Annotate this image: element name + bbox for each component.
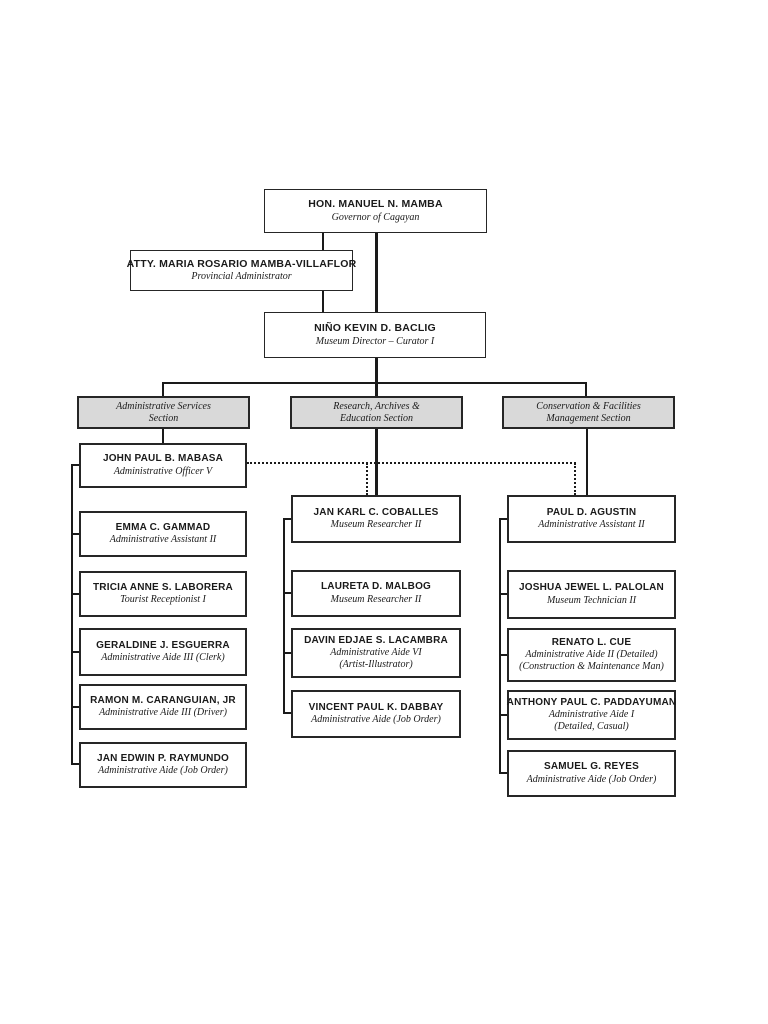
section-label: Education Section — [339, 412, 414, 424]
org-box-caranguian: RAMON M. CARANGUIAN, JR Administrative A… — [79, 684, 247, 730]
org-box-palolan: JOSHUA JEWEL L. PALOLAN Museum Technicia… — [507, 570, 676, 619]
dotted-connector-to-coballes — [366, 463, 368, 495]
connector-stub-reyes — [499, 772, 507, 774]
org-box-agustin: PAUL D. AGUSTIN Administrative Assistant… — [507, 495, 676, 543]
dotted-connector-mabasa-horizontal — [247, 462, 576, 464]
person-name: SAMUEL G. REYES — [543, 761, 640, 773]
connector-stub-lacambra — [283, 652, 291, 654]
section-box-conservation-facilities: Conservation & Facilities Management Sec… — [502, 396, 675, 429]
connector-stub-caranguian — [71, 706, 79, 708]
person-title: Administrative Aide (Job Order) — [98, 765, 228, 777]
connector-director-down — [375, 358, 378, 396]
connector-sections-crossbar — [162, 382, 587, 384]
connector-stub-agustin — [499, 518, 507, 520]
person-title: Administrative Aide VI — [330, 647, 422, 659]
section-label: Administrative Services — [116, 400, 211, 412]
person-name: RENATO L. CUE — [551, 636, 632, 648]
person-name: HON. MANUEL N. MAMBA — [308, 198, 443, 211]
person-title: Administrative Aide I — [548, 709, 635, 721]
org-box-cue: RENATO L. CUE Administrative Aide II (De… — [507, 628, 676, 682]
connector-stub-raymundo — [71, 763, 79, 765]
org-box-raymundo: JAN EDWIN P. RAYMUNDO Administrative Aid… — [79, 742, 247, 788]
connector-stub-laborera — [71, 593, 79, 595]
person-name: VINCENT PAUL K. DABBAY — [308, 701, 444, 713]
section-box-research-archives-education: Research, Archives & Education Section — [290, 396, 463, 429]
org-box-coballes: JAN KARL C. COBALLES Museum Researcher I… — [291, 495, 461, 543]
person-name: EMMA C. GAMMAD — [115, 521, 211, 533]
person-title: Administrative Aide III (Clerk) — [101, 652, 225, 664]
connector-governor-to-provincial-admin — [322, 233, 324, 250]
person-title: Administrative Officer V — [113, 465, 213, 477]
person-title-detail: (Artist-Illustrator) — [339, 659, 413, 671]
person-title: Administrative Aide (Job Order) — [526, 773, 657, 785]
org-box-reyes: SAMUEL G. REYES Administrative Aide (Job… — [507, 750, 676, 797]
person-title-detail: (Detailed, Casual) — [554, 721, 629, 733]
person-name: JAN EDWIN P. RAYMUNDO — [97, 752, 229, 764]
org-box-malbog: LAURETA D. MALBOG Museum Researcher II — [291, 570, 461, 617]
org-box-museum-director: NIÑO KEVIN D. BACLIG Museum Director – C… — [264, 312, 486, 358]
person-name: DAVIN EDJAE S. LACAMBRA — [304, 634, 448, 646]
connector-stub-gammad — [71, 533, 79, 535]
dotted-connector-to-agustin — [574, 463, 576, 495]
person-name: PAUL D. AGUSTIN — [546, 506, 637, 518]
person-name: JOHN PAUL B. MABASA — [102, 453, 224, 465]
org-box-esguerra: GERALDINE J. ESGUERRA Administrative Aid… — [79, 628, 247, 676]
person-name: GERALDINE J. ESGUERRA — [96, 639, 230, 651]
connector-admin-section-to-mabasa — [162, 429, 164, 443]
section-label: Conservation & Facilities — [536, 400, 641, 412]
connector-drop-admin-section — [162, 382, 164, 396]
person-name: ANTHONY PAUL C. PADDAYUMAN — [506, 696, 677, 708]
person-title: Museum Researcher II — [330, 519, 422, 531]
person-title: Museum Director – Curator I — [315, 335, 435, 347]
person-title-detail: (Construction & Maintenance Man) — [519, 661, 664, 673]
connector-admin-column-spine — [71, 464, 73, 765]
person-title: Tourist Receptionist I — [120, 594, 206, 606]
person-name: JAN KARL C. COBALLES — [313, 506, 439, 518]
connector-stub-cue — [499, 654, 507, 656]
person-title: Museum Technician II — [546, 594, 637, 606]
connector-stub-palolan — [499, 593, 507, 595]
org-box-lacambra: DAVIN EDJAE S. LACAMBRA Administrative A… — [291, 628, 461, 678]
person-name: NIÑO KEVIN D. BACLIG — [314, 322, 436, 335]
person-title: Administrative Aide (Job Order) — [311, 714, 441, 726]
person-name: TRICIA ANNE S. LABORERA — [93, 581, 233, 593]
connector-conservation-column-spine — [499, 518, 501, 773]
org-box-mabasa: JOHN PAUL B. MABASA Administrative Offic… — [79, 443, 247, 488]
person-title: Governor of Cagayan — [331, 211, 420, 223]
person-name: ATTY. MARIA ROSARIO MAMBA-VILLAFLOR — [126, 257, 357, 270]
person-title: Administrative Assistant II — [109, 534, 217, 546]
person-name: LAURETA D. MALBOG — [320, 581, 432, 593]
person-name: JOSHUA JEWEL L. PALOLAN — [519, 582, 664, 594]
org-box-paddayuman: ANTHONY PAUL C. PADDAYUMAN Administrativ… — [507, 690, 676, 740]
connector-drop-conservation-section — [585, 382, 587, 396]
connector-stub-paddayuman — [499, 714, 507, 716]
connector-stub-malbog — [283, 592, 291, 594]
person-name: RAMON M. CARANGUIAN, JR — [90, 694, 236, 706]
org-box-provincial-administrator: ATTY. MARIA ROSARIO MAMBA-VILLAFLOR Prov… — [127, 250, 356, 291]
connector-stub-esguerra — [71, 651, 79, 653]
person-title: Provincial Administrator — [191, 271, 292, 283]
org-box-governor: HON. MANUEL N. MAMBA Governor of Cagayan — [264, 189, 487, 233]
section-label: Management Section — [546, 412, 631, 424]
connector-conservation-section-to-agustin — [586, 429, 588, 495]
org-box-gammad: EMMA C. GAMMAD Administrative Assistant … — [79, 511, 247, 557]
person-title: Administrative Aide II (Detailed) — [525, 649, 658, 661]
org-box-laborera: TRICIA ANNE S. LABORERA Tourist Receptio… — [79, 571, 247, 617]
connector-governor-to-director — [375, 233, 378, 312]
person-title: Administrative Assistant II — [538, 519, 645, 531]
section-box-administrative-services: Administrative Services Section — [77, 396, 250, 429]
section-label: Section — [148, 412, 179, 424]
org-box-dabbay: VINCENT PAUL K. DABBAY Administrative Ai… — [291, 690, 461, 738]
person-title: Museum Researcher II — [330, 593, 422, 605]
person-title: Administrative Aide III (Driver) — [99, 707, 227, 719]
connector-stub-dabbay — [283, 712, 291, 714]
connector-stub-coballes — [283, 518, 291, 520]
connector-provincial-admin-to-director — [322, 291, 324, 312]
connector-research-column-spine — [283, 518, 285, 714]
section-label: Research, Archives & — [333, 400, 420, 412]
connector-stub-mabasa — [71, 464, 79, 466]
